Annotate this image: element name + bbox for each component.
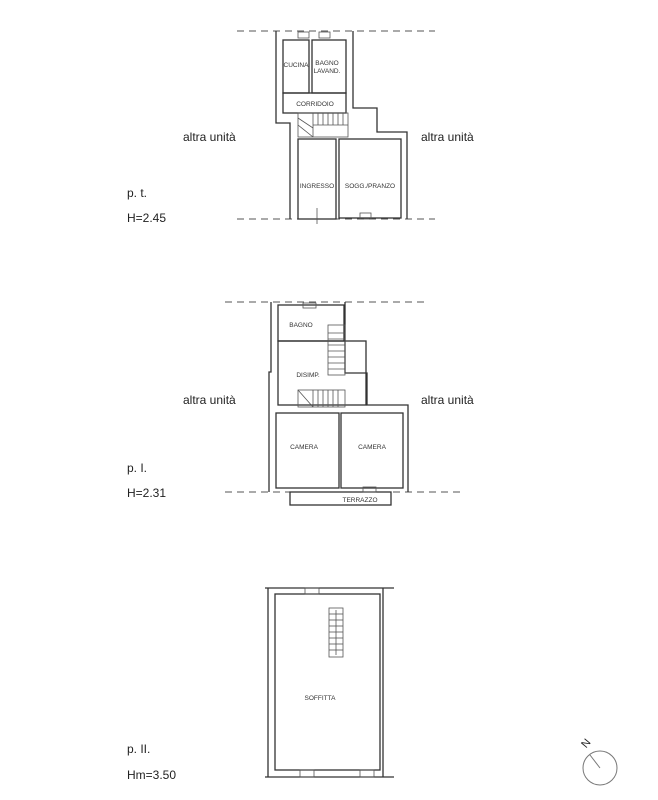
room-label: CAMERA [358, 444, 386, 451]
room-label: CUCINA [284, 62, 310, 69]
floor-level-label: p. I. [127, 461, 147, 475]
room-soggiorno-pranzo [338, 138, 402, 219]
outer-wall-left [275, 31, 291, 219]
second-floor-plan: SOFFITTA p. II. Hm=3.50 [127, 587, 394, 782]
neighbor-label-left: altra unità [183, 130, 236, 144]
floor-height-label: H=2.31 [127, 486, 166, 500]
room-disimpegno [277, 340, 367, 406]
staircase [328, 607, 344, 658]
window [359, 769, 375, 778]
room-label: SOFFITTA [305, 695, 337, 702]
room-label: SOGG./PRANZO [345, 183, 395, 190]
window [302, 302, 317, 309]
window [318, 31, 331, 39]
window [299, 769, 315, 778]
outer-wall-right [344, 302, 409, 492]
room-camera-2 [340, 412, 404, 489]
floor-height-label: H=2.45 [127, 211, 166, 225]
neighbor-label-left: altra unità [183, 393, 236, 407]
window [362, 486, 377, 493]
ground-floor-plan: CUCINA BAGNO LAVAND. CORRIDOIO INGRESSO … [127, 30, 474, 225]
room-label: TERRAZZO [342, 497, 377, 504]
room-ingresso [297, 138, 337, 220]
staircase [297, 112, 349, 138]
room-label: LAVAND. [314, 68, 341, 75]
room-soffitta [274, 593, 381, 771]
room-label: CAMERA [290, 444, 318, 451]
outer-wall-left [268, 302, 272, 492]
north-arrow-icon: N [579, 737, 618, 786]
window [359, 212, 372, 220]
room-label: CORRIDOIO [296, 101, 334, 108]
room-camera-1 [275, 412, 340, 489]
room-label: DISIMP. [296, 372, 320, 379]
first-floor-plan: BAGNO DISIMP. CAMERA CAMERA TERRAZZO alt… [127, 301, 474, 506]
outer-wall-right [352, 31, 408, 219]
room-label: BAGNO [315, 60, 338, 67]
floor-level-label: p. t. [127, 186, 147, 200]
floor-height-label: Hm=3.50 [127, 768, 176, 782]
terrace [289, 491, 392, 506]
room-label: INGRESSO [300, 183, 334, 190]
floor-level-label: p. II. [127, 742, 150, 756]
window [304, 587, 320, 595]
room-label: BAGNO [289, 322, 312, 329]
north-label: N [579, 737, 593, 751]
neighbor-label-right: altra unità [421, 393, 474, 407]
window [297, 31, 310, 39]
neighbor-label-right: altra unità [421, 130, 474, 144]
staircase [297, 324, 346, 408]
